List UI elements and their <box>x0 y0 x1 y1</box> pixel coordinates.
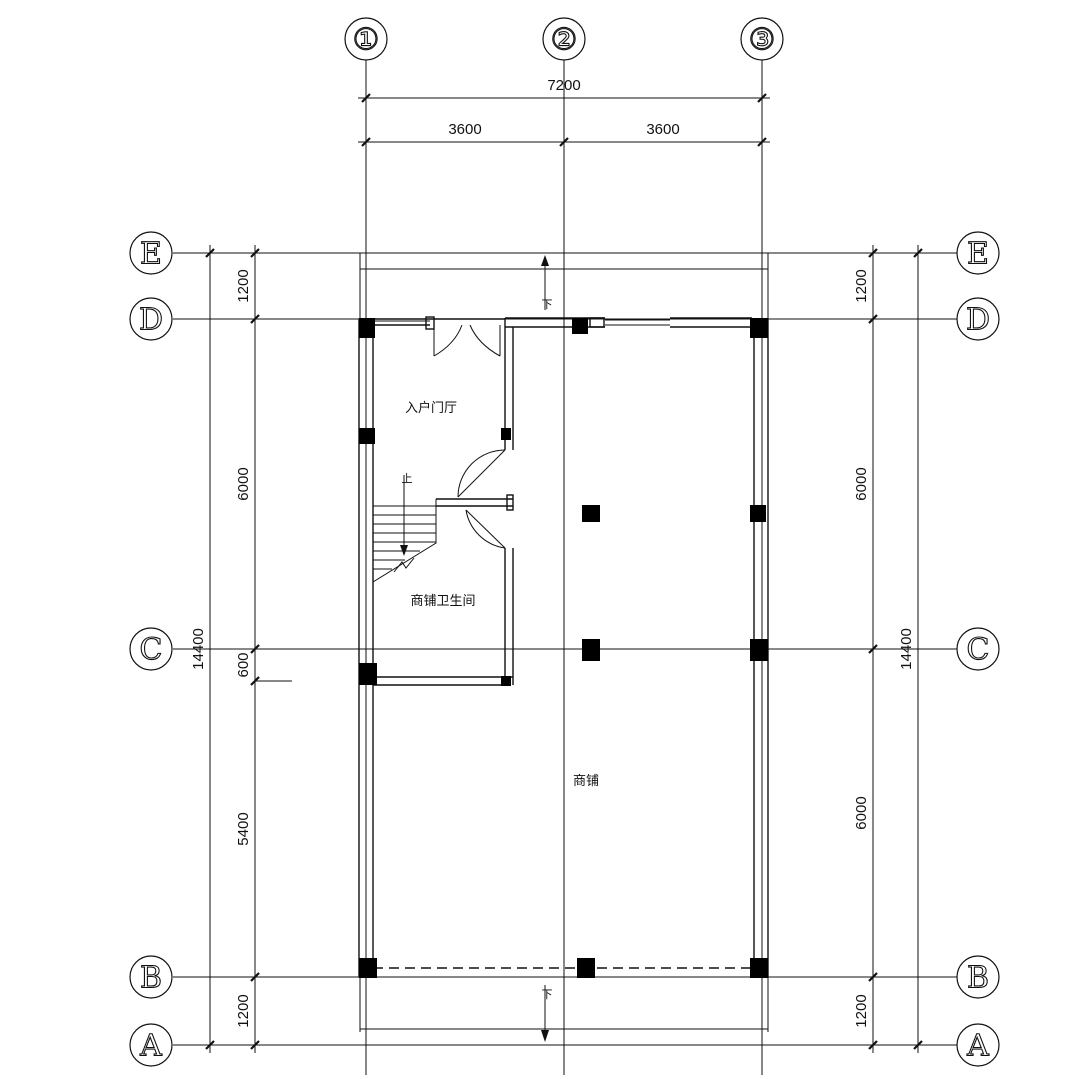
dimension-top-split: 3600 3600 <box>358 121 770 147</box>
column-c3 <box>750 639 768 661</box>
axis-bubble-e-left: E <box>129 231 173 275</box>
column-b3 <box>750 958 768 978</box>
column-d2 <box>572 318 588 334</box>
axis-bubble-d-right: D <box>956 297 1000 341</box>
dimension-left-overall: 14400 <box>190 245 215 1053</box>
axis-bubble-d-left: D <box>129 297 173 341</box>
dimension-text-5400-left: 5400 <box>235 812 252 845</box>
column-d3 <box>750 318 768 338</box>
axis-label-e-left: E <box>140 237 162 272</box>
bottom-canopy-outline <box>359 977 769 1032</box>
axis-bubble-1: ① <box>344 17 388 61</box>
column-b1 <box>359 958 377 978</box>
column-b2 <box>577 958 595 978</box>
dimension-text-7200: 7200 <box>547 77 580 94</box>
axis-label-2: ② <box>551 23 578 58</box>
dimension-right-overall: 14400 <box>898 245 923 1053</box>
column-left-mid <box>359 428 375 444</box>
stair: 上 <box>372 472 437 583</box>
axis-label-3: ③ <box>749 23 776 58</box>
axis-bubble-a-left: A <box>129 1023 173 1067</box>
dimension-text-1200-left-top: 1200 <box>235 269 252 302</box>
top-canopy-outline <box>359 253 769 319</box>
dimension-text-1200-left-bottom: 1200 <box>235 994 252 1027</box>
dimension-text-6000-right-top: 6000 <box>853 467 870 500</box>
column-right-upper <box>750 505 766 522</box>
axis-label-b-left: B <box>140 961 162 996</box>
interior-partitions <box>373 318 514 686</box>
dimension-text-600-left: 600 <box>235 652 252 677</box>
hall-door-swing <box>457 449 506 498</box>
axis-label-d-right: D <box>966 303 990 338</box>
dimension-text-3600-left: 3600 <box>448 121 481 138</box>
axis-label-a-left: A <box>139 1029 162 1064</box>
dimension-text-3600-right: 3600 <box>646 121 679 138</box>
dimension-right-segments: 1200 6000 6000 1200 <box>853 245 878 1053</box>
down-label-top: 下 <box>542 298 553 311</box>
axis-label-e-right: E <box>967 237 989 272</box>
entry-double-door <box>433 324 501 357</box>
dimension-text-1200-right-top: 1200 <box>853 269 870 302</box>
column-left-c <box>359 663 377 685</box>
down-arrow-bottom: 下 <box>541 985 553 1042</box>
axis-label-b-right: B <box>967 961 989 996</box>
axis-label-c-left: C <box>140 633 163 668</box>
dimension-text-14400-right: 14400 <box>898 628 915 670</box>
axis-bubble-c-right: C <box>956 627 1000 671</box>
axis-label-a-right: A <box>966 1029 989 1064</box>
axis-bubble-b-right: B <box>956 955 1000 999</box>
axis-bubble-3: ③ <box>740 17 784 61</box>
dimension-top-total: 7200 <box>358 77 770 103</box>
axis-bubble-c-left: C <box>129 627 173 671</box>
dimension-left-segments: 1200 6000 600 5400 1200 <box>235 245 292 1053</box>
bathroom-door-swing <box>465 509 506 549</box>
stair-up-label: 上 <box>402 472 413 485</box>
axis-label-1: ① <box>353 23 380 58</box>
axis-bubble-2: ② <box>542 17 586 61</box>
down-arrow-top: 下 <box>541 255 553 311</box>
columns <box>359 318 768 978</box>
axis-bubble-a-right: A <box>956 1023 1000 1067</box>
room-label-shop: 商铺 <box>573 774 599 789</box>
dimension-text-1200-right-bottom: 1200 <box>853 994 870 1027</box>
axis-bubble-b-left: B <box>129 955 173 999</box>
dimension-text-6000-right-bottom: 6000 <box>853 796 870 829</box>
axis-label-c-right: C <box>967 633 990 668</box>
room-label-entrance-hall: 入户门厅 <box>405 400 457 416</box>
room-label-shop-bathroom: 商铺卫生间 <box>410 594 475 609</box>
column-c2 <box>582 639 600 661</box>
axis-bubble-e-right: E <box>956 231 1000 275</box>
down-label-bottom: 下 <box>542 988 553 1001</box>
dimension-text-6000-left: 6000 <box>235 467 252 500</box>
dimension-text-14400-left: 14400 <box>190 628 207 670</box>
axis-label-d-left: D <box>139 303 163 338</box>
column-d1 <box>359 318 375 338</box>
column-center-upper <box>582 505 600 522</box>
